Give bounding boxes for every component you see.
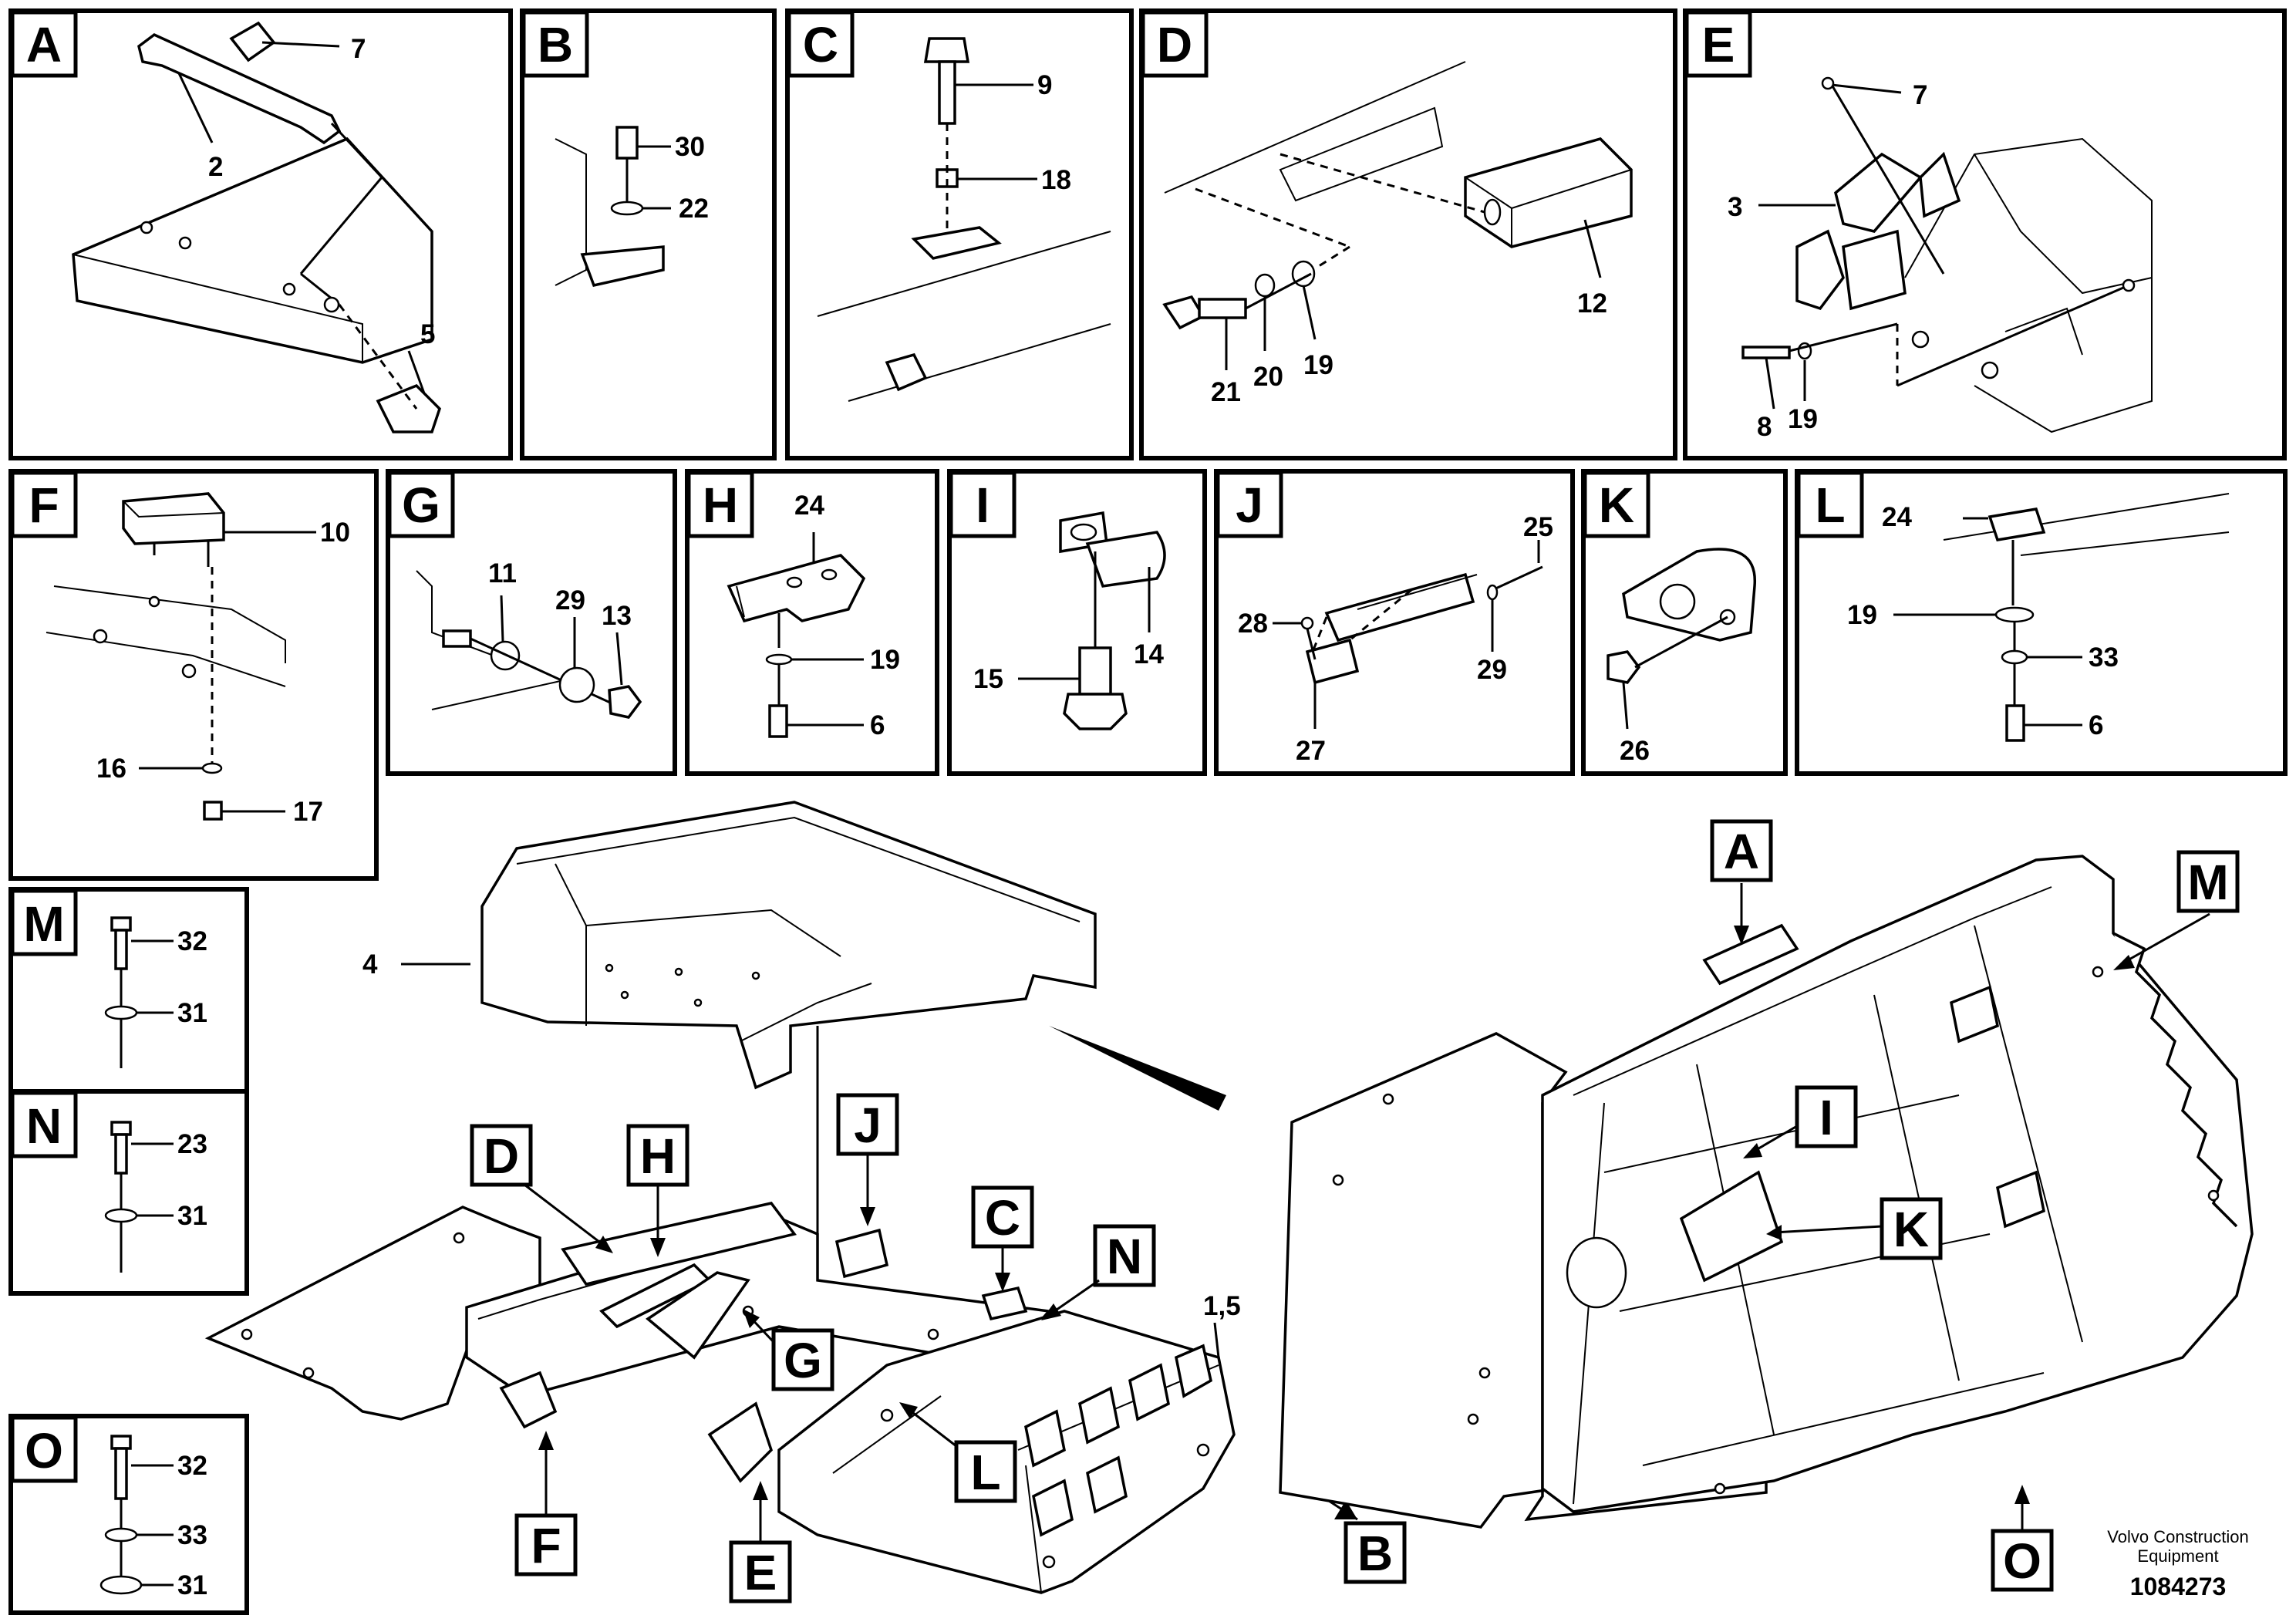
detail-panel-h: H 24 19 6 [685,469,939,776]
callout-e: E [744,1545,777,1600]
callout-h: H [640,1128,676,1184]
detail-panel-g: G 11 29 13 [386,469,677,776]
label-29-g: 29 [555,585,585,615]
panel-g-letter: G [402,477,440,533]
label-7-e: 7 [1913,80,1927,110]
label-8: 8 [1757,412,1772,442]
label-15: 15 [973,664,1003,694]
label-20: 20 [1253,362,1283,392]
label-24-h: 24 [794,491,824,521]
label-17: 17 [293,797,323,827]
label-26: 26 [1620,736,1650,766]
label-24-l: 24 [1882,502,1912,532]
label-28: 28 [1238,609,1268,639]
label-14: 14 [1134,639,1164,669]
label-19-e: 19 [1788,404,1818,434]
detail-panel-f: F 10 16 17 [8,469,379,881]
panel-j-letter: J [1236,477,1263,533]
label-33-o: 33 [177,1520,207,1550]
panel-n-letter: N [26,1098,62,1154]
label-31-o: 31 [177,1570,207,1600]
label-25: 25 [1523,512,1553,542]
callout-j: J [854,1098,882,1153]
callout-f: F [531,1518,561,1573]
label-10: 10 [320,518,350,548]
label-30: 30 [675,132,705,162]
detail-panel-e: E 7 3 8 19 [1683,8,2287,460]
detail-panel-d: D 12 21 20 19 [1139,8,1677,460]
document-number: 1084273 [2130,1573,2227,1600]
detail-panel-n: N 23 31 [8,1089,249,1296]
callout-a: A [1724,824,1759,879]
detail-panel-i: I 15 14 [947,469,1207,776]
label-32-o: 32 [177,1451,207,1481]
detail-panel-l: L 24 19 33 6 [1795,469,2288,776]
callout-b: B [1357,1526,1393,1581]
label-12: 12 [1577,288,1607,319]
panel-k-letter: K [1599,477,1634,533]
label-7: 7 [351,34,366,64]
label-6-l: 6 [2089,710,2103,740]
callout-g: G [784,1333,822,1388]
label-1-5: 1,5 [1203,1291,1241,1321]
callout-n: N [1107,1229,1142,1284]
panel-e-letter: E [1702,17,1735,73]
detail-panel-a: A 7 2 5 [8,8,513,460]
label-18: 18 [1041,165,1071,195]
company-line-1: Volvo Construction [2107,1527,2248,1546]
label-4: 4 [362,949,378,980]
label-13: 13 [602,601,632,631]
label-32-m: 32 [177,926,207,956]
callout-o: O [2003,1533,2041,1589]
callout-l: L [970,1445,1000,1500]
main-assembly-rotated-view [1279,855,2254,1531]
detail-panel-k: K 26 [1581,469,1788,776]
panel-f-letter: F [29,477,59,533]
detail-panel-b: B 30 22 [520,8,777,460]
detail-panel-j: J 25 28 29 27 [1214,469,1575,776]
panel-i-letter: I [976,477,990,533]
company-line-2: Equipment [2137,1546,2218,1566]
label-19: 19 [1303,350,1333,380]
main-assembly-exploded-view: 1,5 4 [204,801,1358,1594]
detail-panel-c: C 9 18 [785,8,1134,460]
label-5: 5 [420,319,435,349]
panel-c-letter: C [803,17,838,73]
label-19-h: 19 [870,645,900,675]
label-27: 27 [1296,736,1326,766]
label-9: 9 [1037,70,1052,100]
label-19-l: 19 [1847,600,1877,630]
callout-m: M [2187,855,2228,910]
label-16: 16 [96,754,126,784]
label-22: 22 [679,194,709,224]
callout-i: I [1819,1090,1833,1145]
label-23: 23 [177,1129,207,1159]
panel-b-letter: B [538,17,573,73]
label-6-h: 6 [870,710,885,740]
label-31-m: 31 [177,998,207,1028]
panel-h-letter: H [703,477,738,533]
label-21: 21 [1211,377,1241,407]
panel-d-letter: D [1157,17,1192,73]
panel-a-letter: A [26,17,62,73]
panel-l-letter: L [1815,477,1845,533]
panel-m-letter: M [23,896,64,952]
callout-tags: D H J C N G L F [470,819,2240,1603]
detail-panel-m: M 32 31 [8,887,249,1094]
label-33-l: 33 [2089,642,2119,673]
label-3: 3 [1728,192,1742,222]
footer: Volvo Construction Equipment 1084273 [2107,1527,2248,1600]
label-29-j: 29 [1477,655,1507,685]
panel-o-letter: O [25,1423,63,1479]
detail-panel-o: O 32 33 31 [8,1414,249,1615]
label-31-n: 31 [177,1201,207,1231]
callout-d: D [484,1128,519,1184]
callout-k: K [1893,1202,1929,1257]
callout-c: C [985,1190,1020,1246]
label-2: 2 [208,152,223,182]
label-11: 11 [488,558,517,588]
